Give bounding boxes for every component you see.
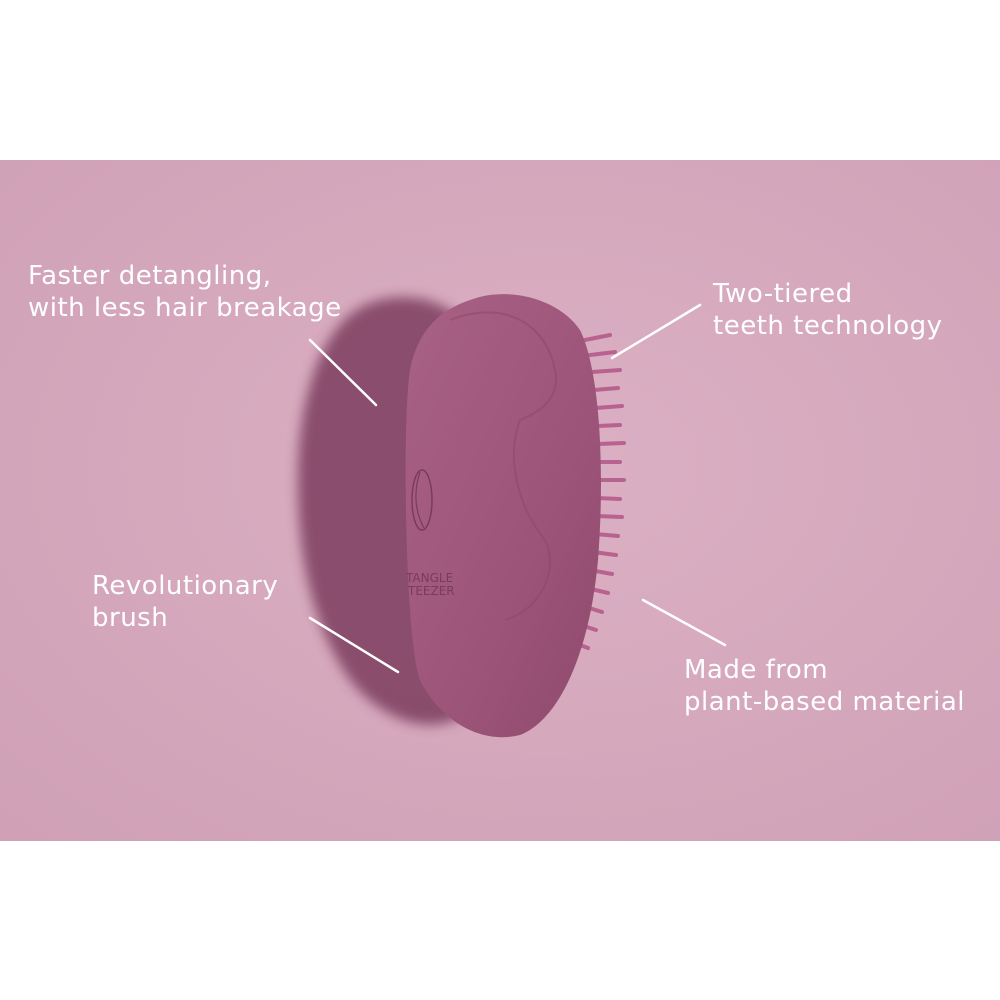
callout-text: Made from xyxy=(684,655,829,685)
brush-handle-contour xyxy=(449,311,557,621)
callout-text: Faster detangling, xyxy=(28,261,272,291)
callout-text: Revolutionary xyxy=(92,571,279,601)
callout-text: plant-based material xyxy=(684,687,965,717)
callout-text: Two-tiered xyxy=(713,279,853,309)
callout-material: Made from plant-based material xyxy=(684,654,965,718)
callout-text: teeth technology xyxy=(713,311,943,341)
brush-body xyxy=(405,294,601,738)
callout-revolutionary: Revolutionary brush xyxy=(92,570,278,634)
callout-teeth: Two-tiered teeth technology xyxy=(713,278,943,342)
callout-text: with less hair breakage xyxy=(28,293,342,323)
brand-wordmark: TANGLE TEEZER xyxy=(405,571,457,598)
callout-detangling: Faster detangling, with less hair breaka… xyxy=(28,260,342,324)
logo-oval-icon xyxy=(411,469,433,531)
callout-text: brush xyxy=(92,603,169,633)
callout-lines xyxy=(308,303,727,674)
